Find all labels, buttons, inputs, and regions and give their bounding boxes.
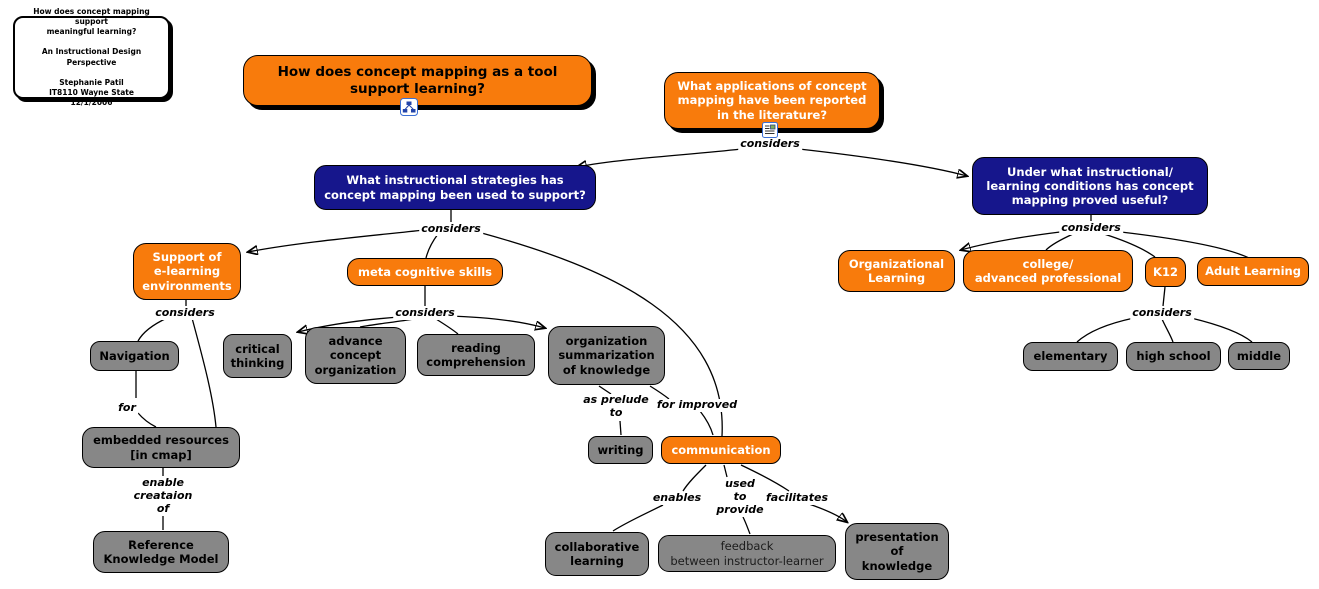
node-college-advanced-professional[interactable]: college/ advanced professional bbox=[963, 250, 1133, 292]
node-collaborative-learning[interactable]: collaborative learning bbox=[545, 532, 649, 576]
connector-line bbox=[1162, 286, 1166, 307]
node-applications-question[interactable]: What applications of concept mapping hav… bbox=[664, 72, 880, 129]
concept-map-icon[interactable] bbox=[400, 98, 418, 120]
node-middle[interactable]: middle bbox=[1228, 342, 1290, 370]
connector-line bbox=[682, 464, 707, 492]
connector-line bbox=[1103, 233, 1156, 258]
link-considers-strategies[interactable]: considers bbox=[419, 222, 483, 236]
node-support-elearning[interactable]: Support of e-learning environments bbox=[133, 243, 241, 300]
node-communication[interactable]: communication bbox=[661, 436, 781, 464]
connector-line bbox=[435, 318, 459, 335]
node-high-school[interactable]: high school bbox=[1126, 342, 1221, 371]
document-icon[interactable] bbox=[762, 122, 778, 142]
link-considers-applications[interactable]: considers bbox=[738, 137, 802, 151]
node-presentation-of-knowledge[interactable]: presentation of knowledge bbox=[845, 523, 949, 580]
node-feedback-instructor-learner[interactable]: feedback between instructor-learner bbox=[658, 535, 836, 572]
node-reading-comprehension[interactable]: reading comprehension bbox=[417, 334, 535, 376]
connector-line bbox=[577, 148, 742, 167]
node-organization-summarization[interactable]: organization summarization of knowledge bbox=[548, 326, 665, 385]
connector-line bbox=[598, 385, 612, 395]
connector-line bbox=[191, 317, 217, 428]
link-for[interactable]: for bbox=[116, 401, 138, 415]
node-organizational-learning[interactable]: Organizational Learning bbox=[838, 250, 955, 292]
connector-line bbox=[446, 315, 545, 328]
node-meta-cognitive-skills[interactable]: meta cognitive skills bbox=[347, 258, 503, 286]
connector-line bbox=[723, 464, 728, 478]
link-enables[interactable]: enables bbox=[650, 491, 704, 505]
connector-line bbox=[1076, 317, 1135, 343]
connector-line bbox=[1120, 231, 1250, 259]
connector-line bbox=[248, 229, 425, 252]
connector-line bbox=[137, 317, 168, 342]
connector-line bbox=[740, 464, 790, 492]
link-considers-conditions[interactable]: considers bbox=[1059, 221, 1123, 235]
link-facilitates[interactable]: facilitates bbox=[764, 491, 830, 505]
node-adult-learning[interactable]: Adult Learning bbox=[1197, 257, 1309, 286]
node-critical-thinking[interactable]: critical thinking bbox=[223, 334, 292, 378]
connector-line bbox=[699, 410, 714, 436]
connector-line bbox=[612, 504, 664, 532]
connector-line bbox=[1190, 317, 1253, 343]
link-enable-creataion-of[interactable]: enable creataion of bbox=[131, 476, 195, 516]
node-advance-concept-organization[interactable]: advance concept organization bbox=[305, 327, 406, 384]
connector-line bbox=[477, 231, 723, 437]
node-reference-knowledge-model[interactable]: Reference Knowledge Model bbox=[93, 531, 229, 573]
node-strategies-question[interactable]: What instructional strategies has concep… bbox=[314, 165, 596, 210]
link-considers-k12[interactable]: considers bbox=[1130, 306, 1194, 320]
node-conditions-question[interactable]: Under what instructional/ learning condi… bbox=[972, 157, 1208, 215]
connector-line bbox=[137, 412, 157, 428]
connector-line bbox=[425, 233, 439, 259]
node-embedded-resources[interactable]: embedded resources [in cmap] bbox=[82, 427, 240, 468]
connector-line bbox=[798, 148, 967, 176]
link-for-improved[interactable]: for improved bbox=[654, 398, 740, 412]
link-used-to-provide[interactable]: used to provide bbox=[714, 477, 766, 517]
connector-line bbox=[805, 502, 847, 522]
connector-line bbox=[742, 516, 751, 535]
title-annotation-card[interactable]: How does concept mapping support meaning… bbox=[13, 7, 170, 107]
node-elementary[interactable]: elementary bbox=[1023, 342, 1118, 371]
node-main-question[interactable]: How does concept mapping as a tool suppo… bbox=[243, 55, 592, 106]
connector-line bbox=[1045, 233, 1074, 251]
connector-line bbox=[649, 385, 670, 400]
link-considers-meta[interactable]: considers bbox=[393, 306, 457, 320]
connector-line bbox=[1161, 318, 1174, 343]
node-writing[interactable]: writing bbox=[588, 436, 653, 464]
connector-line bbox=[619, 420, 622, 436]
node-k12[interactable]: K12 bbox=[1145, 257, 1186, 287]
connector-line bbox=[961, 231, 1061, 250]
link-considers-support[interactable]: considers bbox=[153, 306, 217, 320]
node-navigation[interactable]: Navigation bbox=[90, 341, 179, 371]
link-as-prelude-to[interactable]: as prelude to bbox=[581, 393, 651, 420]
connector-line bbox=[298, 316, 400, 332]
